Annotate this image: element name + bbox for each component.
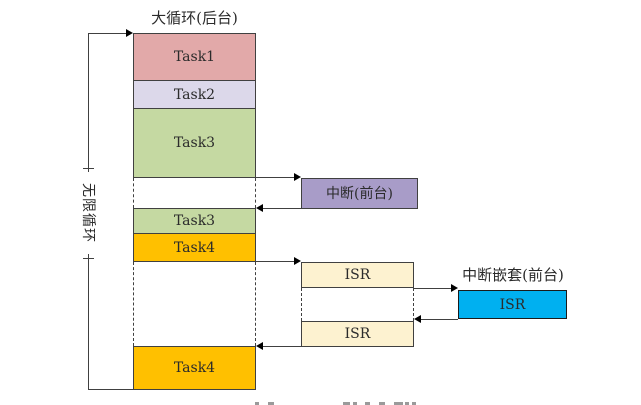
infinite-loop-label: 无限循环 — [80, 172, 97, 254]
isr2-label: ISR — [344, 326, 371, 342]
call-nested-isr-line — [414, 288, 451, 289]
interrupt-foreground-box: 中断(前台) — [301, 178, 418, 209]
return-nested-isr-line — [421, 319, 458, 320]
return-nested-isr-arrowhead-icon — [414, 315, 421, 323]
task3-resume-label: Task3 — [173, 213, 216, 229]
nested-isr-label: ISR — [499, 296, 526, 313]
task2-label: Task2 — [173, 86, 216, 103]
isr1-label: ISR — [344, 267, 371, 283]
suspended-gap-2 — [133, 262, 256, 346]
task3-box: Task3 — [133, 108, 256, 178]
return-isr-line — [263, 346, 301, 347]
call-nested-isr-arrowhead-icon — [451, 284, 458, 292]
return-interrupt-line — [263, 208, 301, 209]
task4-resume-box: Task4 — [133, 346, 256, 390]
call-isr-line — [256, 261, 294, 262]
call-interrupt-line — [256, 177, 294, 178]
task2-box: Task2 — [133, 80, 256, 109]
task3-label: Task3 — [173, 135, 216, 151]
loop-tick-top — [83, 168, 94, 169]
loop-top-line — [88, 33, 127, 34]
background-loop-title: 大循环(后台) — [151, 9, 238, 27]
loop-arrowhead-icon — [126, 29, 133, 37]
isr-suspended-gap — [301, 288, 414, 321]
call-interrupt-arrowhead-icon — [294, 173, 301, 181]
task1-box: Task1 — [133, 33, 256, 81]
loop-bottom-line — [88, 389, 133, 390]
loop-tick-bottom — [83, 258, 94, 259]
task3-resume-box: Task3 — [133, 208, 256, 234]
interrupt-foreground-label: 中断(前台) — [326, 185, 393, 202]
task4-resume-label: Task4 — [173, 360, 216, 376]
nested-interrupt-title: 中断嵌套(前台) — [462, 266, 564, 284]
task4-box: Task4 — [133, 233, 256, 262]
call-isr-arrowhead-icon — [294, 257, 301, 265]
return-isr-arrowhead-icon — [256, 342, 263, 350]
task4-label: Task4 — [173, 239, 216, 256]
return-interrupt-arrowhead-icon — [256, 204, 263, 212]
isr2-box: ISR — [301, 321, 414, 347]
suspended-gap-1 — [133, 178, 256, 208]
isr1-box: ISR — [301, 262, 414, 288]
task1-label: Task1 — [173, 49, 216, 65]
nested-isr-box: ISR — [458, 290, 567, 319]
